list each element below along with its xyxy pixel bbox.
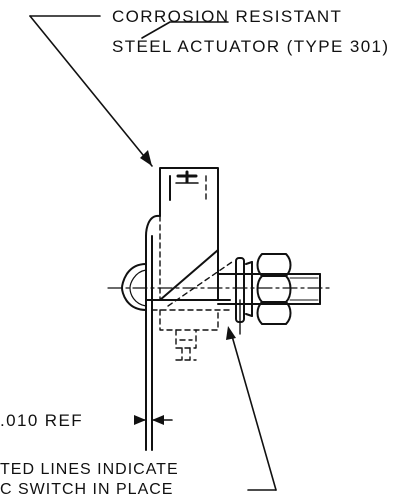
actuator-label-line2: STEEL ACTUATOR (TYPE 301) [112, 37, 390, 56]
actuator-bracket [145, 167, 219, 251]
washer [235, 257, 245, 335]
dome-head [121, 263, 147, 311]
note-label-line2: C SWITCH IN PLACE [0, 481, 174, 498]
dimension-label: .010 REF [0, 411, 84, 430]
actuator-label-line1: CORROSION RESISTANT [112, 7, 343, 26]
dimension-markers [134, 415, 173, 425]
actuator-leader [29, 15, 229, 167]
note-label-line1: TED LINES INDICATE [0, 461, 179, 478]
mounting-plate [145, 215, 219, 451]
actuator-arm [151, 249, 233, 311]
switch-outline-dashed [159, 309, 219, 361]
note-leader [226, 326, 277, 491]
hex-nut [245, 253, 292, 325]
bolt-shank [217, 273, 321, 305]
